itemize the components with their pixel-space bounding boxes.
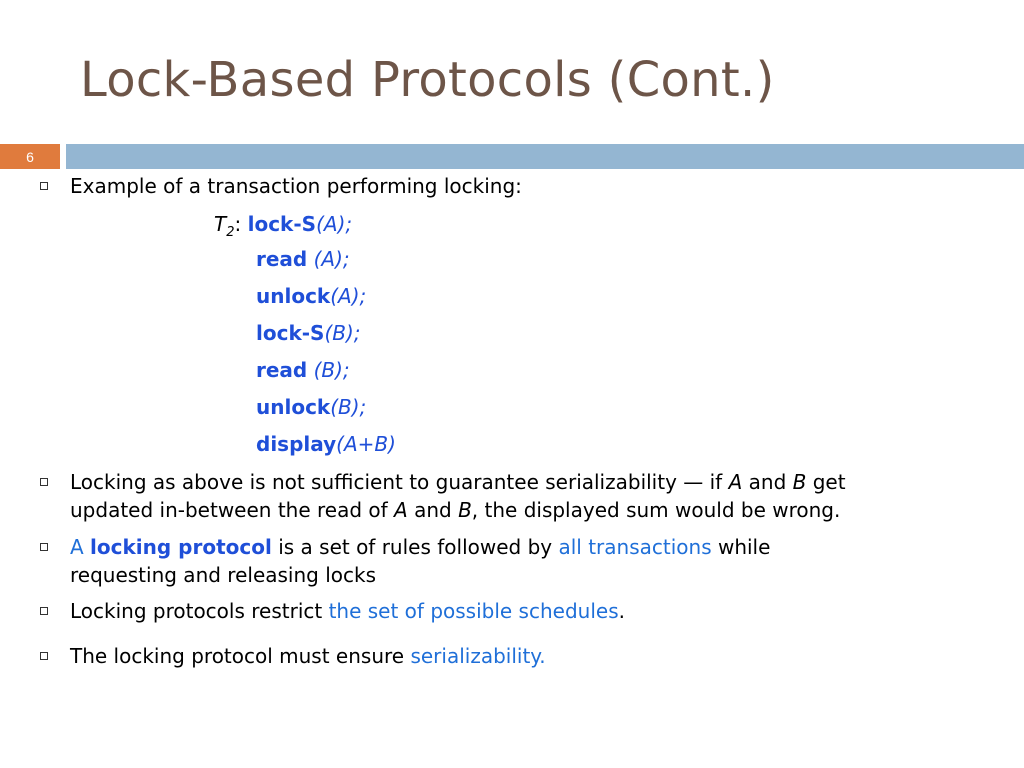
code-arg: (B); (307, 358, 350, 382)
code-op: lock-S (256, 321, 325, 345)
header-bar (66, 144, 1024, 169)
bullet-item: Locking as above is not sufficient to gu… (40, 468, 846, 524)
code-arg: (A); (330, 284, 367, 308)
code-arg: (A); (307, 247, 350, 271)
bullet-text: and (742, 470, 793, 494)
bullet-text: , the displayed sum would be wrong. (471, 498, 841, 522)
code-arg: (A); (316, 212, 353, 236)
bullet-text: . (618, 599, 625, 623)
slide-title: Lock-Based Protocols (Cont.) (80, 52, 775, 108)
transaction-subscript: 2 (226, 225, 235, 240)
bullet-text: and (407, 498, 459, 522)
bullet-text: Example of a transaction performing lock… (70, 174, 522, 198)
bullet-text: is a set of rules followed by (271, 535, 559, 559)
code-op: read (256, 247, 308, 271)
transaction-colon: : (234, 212, 248, 236)
bullet-line: A locking protocol is a set of rules fol… (70, 533, 770, 561)
transaction-line: T2: lock-S(A); (214, 210, 352, 247)
var-a: A (394, 498, 408, 522)
bullet-item: Example of a transaction performing lock… (40, 172, 522, 200)
highlight-text: all transactions (558, 535, 712, 559)
bullet-text: get (806, 470, 846, 494)
code-op: read (256, 358, 308, 382)
bullet-line: Locking as above is not sufficient to gu… (70, 468, 846, 496)
var-a: A (728, 470, 743, 494)
transaction-name: T (214, 212, 227, 236)
code-line: unlock(A); (256, 282, 366, 310)
code-line: read (B); (256, 356, 350, 384)
bullet-item: The locking protocol must ensure seriali… (40, 642, 546, 670)
term-locking-protocol: locking protocol (90, 535, 272, 559)
code-line: read (A); (256, 245, 350, 273)
bullet-text: updated in-between the read of (70, 498, 395, 522)
var-b: B (458, 498, 472, 522)
bullet-line: updated in-between the read of A and B, … (70, 496, 846, 524)
code-line: unlock(B); (256, 393, 366, 421)
bullet-line: requesting and releasing locks (70, 563, 376, 587)
code-op: unlock (256, 284, 331, 308)
bullet-square-icon (40, 543, 48, 551)
bullet-square-icon (40, 182, 48, 190)
code-line: display(A+B) (256, 430, 396, 458)
bullet-text: A (70, 535, 91, 559)
code-op: display (256, 432, 337, 456)
var-b: B (792, 470, 807, 494)
bullet-square-icon (40, 478, 48, 486)
code-op: unlock (256, 395, 331, 419)
highlight-text: serializability. (410, 644, 546, 668)
code-op: lock-S (247, 212, 317, 236)
bullet-text: Locking protocols restrict (70, 599, 329, 623)
bullet-square-icon (40, 652, 48, 660)
bullet-square-icon (40, 607, 48, 615)
highlight-text: the set of possible schedules (328, 599, 619, 623)
bullet-text: Locking as above is not sufficient to gu… (70, 470, 729, 494)
code-line: lock-S(B); (256, 319, 361, 347)
code-arg: (A+B) (336, 432, 396, 456)
code-arg: (B); (324, 321, 361, 345)
bullet-text: The locking protocol must ensure (70, 644, 411, 668)
code-arg: (B); (330, 395, 367, 419)
slide-number: 6 (0, 144, 60, 169)
bullet-item: Locking protocols restrict the set of po… (40, 597, 625, 625)
bullet-item: A locking protocol is a set of rules fol… (40, 533, 770, 589)
bullet-text: while (711, 535, 771, 559)
